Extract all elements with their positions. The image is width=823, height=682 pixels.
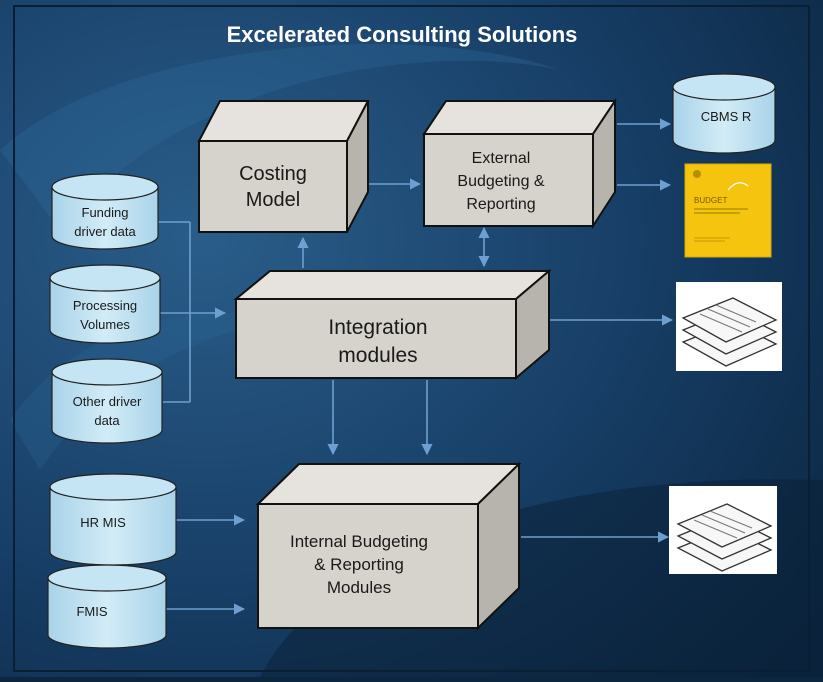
box-label: Costing [239,163,307,185]
cylinder-label: Volumes [80,317,130,332]
cylinder-label: driver data [74,224,136,239]
cylinder-label: Processing [73,298,137,313]
box-label: & Reporting [314,555,404,574]
box-label: modules [338,344,417,367]
box-label: Modules [327,578,391,597]
box-internal-budgeting-reporting: Internal Budgeting & Reporting Modules [255,461,522,631]
box-label: Internal Budgeting [290,532,428,551]
box-external-budgeting-reporting: External Budgeting & Reporting [422,97,617,230]
cylinder-label: data [94,413,120,428]
cylinder-cbms-r: CBMS R [672,73,776,154]
document-stack-icon [676,282,782,371]
box-label: Budgeting & [457,173,545,190]
cylinder-label: CBMS R [701,109,752,124]
box-label: Model [246,189,300,211]
swoosh-top [0,44,560,230]
cylinder-fmis: FMIS [47,564,167,649]
box-costing-model: Costing Model [197,100,370,233]
budget-document-icon: BUDGET [684,163,772,258]
connector-arrows [158,118,674,615]
cylinder-hr-mis: HR MIS [49,473,177,566]
cylinder-other-driver-data: Other driver data [51,358,163,444]
cylinder-label: FMIS [76,604,107,619]
cylinder-label: Funding [82,205,129,220]
frame-border [13,5,810,672]
box-label: Reporting [466,196,535,213]
budget-doc-heading: BUDGET [694,196,727,205]
cylinder-label: Other driver [73,394,142,409]
box-integration-modules: Integration modules [233,268,552,381]
box-label: Integration [328,316,427,339]
cylinder-processing-volumes: Processing Volumes [49,264,161,344]
box-label: External [472,150,531,167]
cylinder-funding-driver-data: Funding driver data [51,173,159,250]
cylinder-label: HR MIS [80,515,126,530]
diagram-title: Excelerated Consulting Solutions [227,22,578,47]
document-stack-icon [669,486,777,574]
